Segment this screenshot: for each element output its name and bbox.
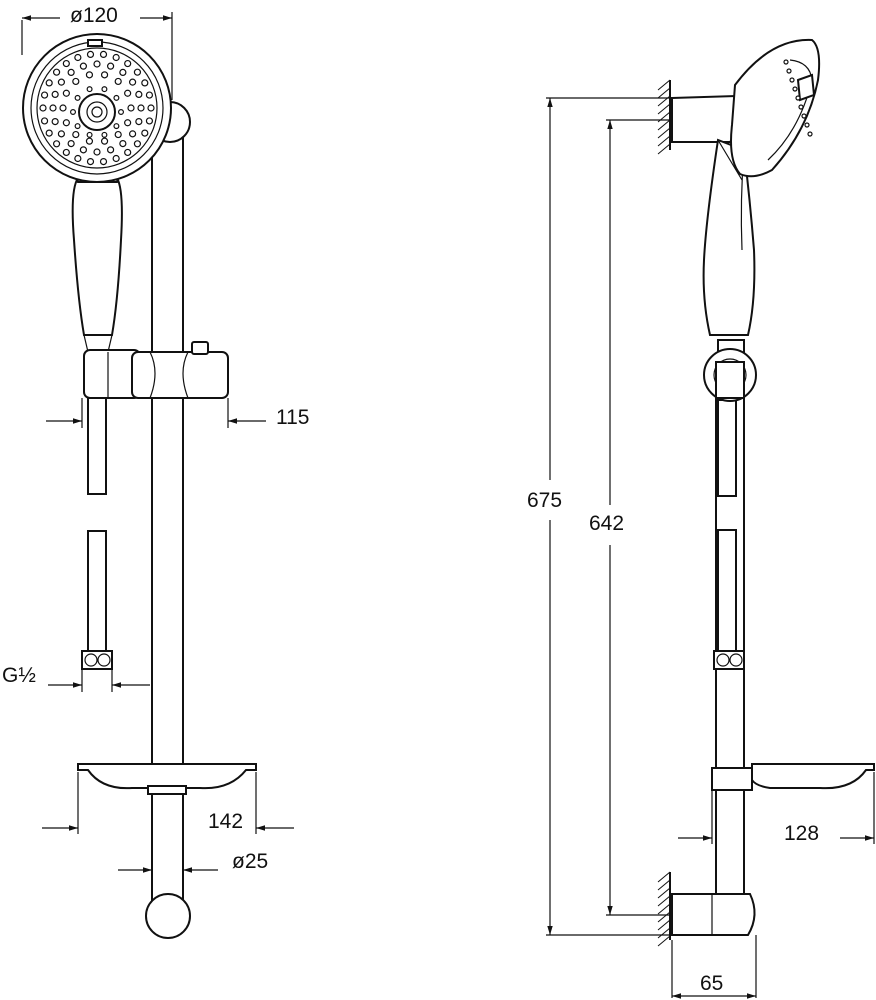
- shower-head-side: [730, 38, 821, 178]
- hose-nut: [81, 650, 113, 670]
- dim-bracket-depth: 65: [700, 972, 723, 995]
- side-hose-lower: [717, 529, 737, 653]
- dim-dish-width: 142: [208, 810, 243, 833]
- side-hose-upper: [717, 399, 737, 497]
- side-view: 675 642 128 65: [527, 38, 875, 999]
- slider-holder-front: [83, 341, 229, 399]
- dim-holder-projection: 115: [276, 406, 309, 429]
- front-hose-lower: [87, 530, 107, 654]
- front-view: ø120 115 G½ 142 ø25: [2, 4, 309, 939]
- shower-head-front: [22, 33, 172, 183]
- dim-bracket-spacing: 642: [589, 512, 624, 535]
- front-soap-dish: [77, 763, 257, 795]
- slider-holder-side: [703, 339, 757, 402]
- front-bottom-bracket: [145, 893, 191, 939]
- wall-hatch-top: [657, 79, 671, 155]
- front-hose-upper: [87, 397, 107, 495]
- front-handle: [71, 177, 123, 336]
- side-soap-dish: [711, 763, 875, 791]
- dim-rail-diameter: ø25: [232, 850, 268, 873]
- dim-head-diameter: ø120: [70, 4, 118, 27]
- wall-hatch-bottom: [657, 871, 671, 947]
- dim-overall-height: 675: [527, 489, 562, 512]
- dim-dish-depth: 128: [784, 822, 819, 845]
- side-bottom-bracket: [671, 893, 756, 936]
- side-hose-nut: [713, 650, 745, 670]
- dim-thread-size: G½: [2, 664, 36, 687]
